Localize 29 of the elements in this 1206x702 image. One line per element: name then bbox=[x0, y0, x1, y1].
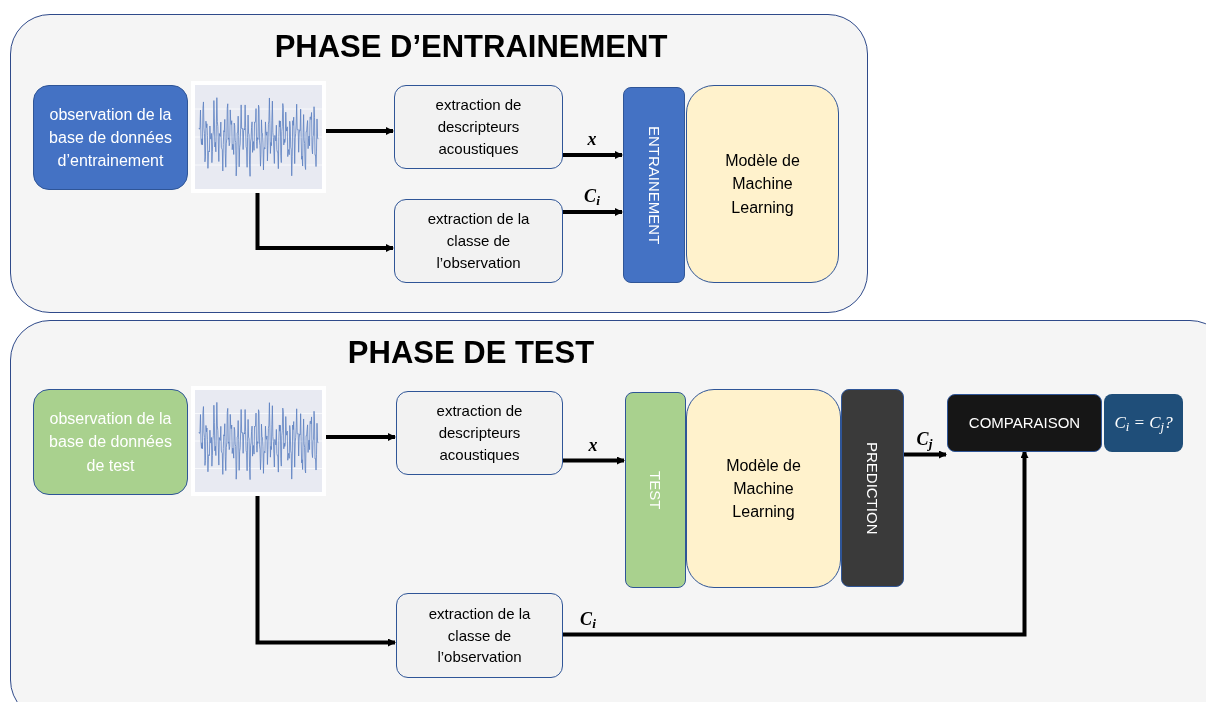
arrow bbox=[562, 450, 1029, 637]
arrow bbox=[255, 192, 394, 252]
waveform-picture bbox=[191, 386, 326, 496]
process-box: extraction de descripteurs acoustiques bbox=[394, 85, 563, 169]
process-box: extraction de descripteurs acoustiques bbox=[396, 391, 563, 475]
model-box: Modèle de Machine Learning bbox=[686, 389, 841, 588]
waveform-picture bbox=[191, 81, 326, 193]
source-box: observation de la base de données de test bbox=[33, 389, 188, 495]
arrow bbox=[562, 456, 625, 465]
process-box: extraction de la classe de l’observation bbox=[394, 199, 563, 283]
prediction-bar: PREDICTION bbox=[841, 389, 904, 587]
test-bar: TEST bbox=[625, 392, 686, 588]
arrow bbox=[903, 450, 947, 459]
arrow bbox=[255, 495, 396, 647]
comparison-box: COMPARAISON bbox=[947, 394, 1102, 452]
arrow bbox=[325, 127, 394, 135]
edge-label: C$_{i}$ bbox=[582, 187, 602, 205]
arrow bbox=[562, 151, 623, 159]
phase-title: PHASE D’ENTRAINEMENT bbox=[273, 28, 669, 66]
process-box: extraction de la classe de l’observation bbox=[396, 593, 563, 678]
phase-panel bbox=[10, 14, 868, 313]
training-bar: ENTRAINEMENT bbox=[623, 87, 685, 283]
phase-title: PHASE DE TEST bbox=[346, 334, 596, 372]
model-box: Modèle de Machine Learning bbox=[686, 85, 839, 283]
source-box: observation de la base de données d’entrainement bbox=[33, 85, 188, 190]
arrow bbox=[325, 433, 396, 441]
result-box: C$_{i}$ = C$_{j}$? bbox=[1104, 394, 1183, 452]
phase-panel bbox=[10, 320, 1206, 702]
arrow bbox=[562, 208, 623, 216]
